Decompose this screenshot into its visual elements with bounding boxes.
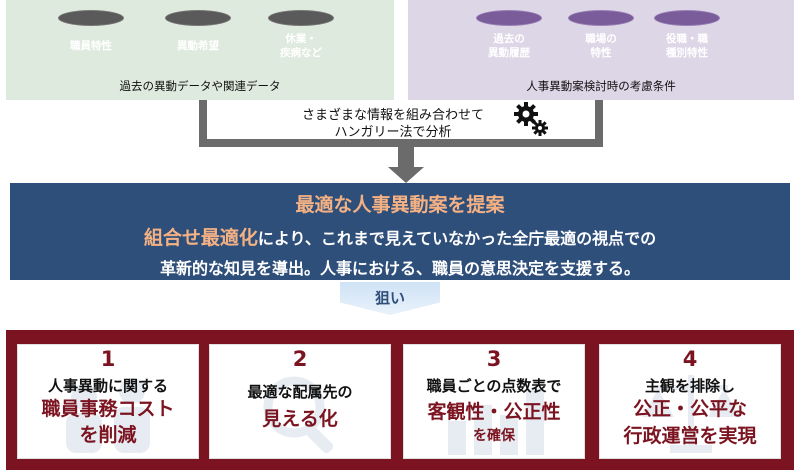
aim-number: 3 [486,347,502,371]
aim-text-emphasis: 公正・公平な 行政運営を実現 [623,398,757,447]
chart-icon [448,389,544,455]
aim-text-emphasis: 職員事務コスト を削減 [41,398,175,446]
conditions-panel: 過去の 異動履歴 職場の 特性 役職・職 種別特性 人事異動案検討時の考慮条件 [408,0,794,100]
database-cylinder-transfer-history: 過去の 異動履歴 [476,10,542,72]
proposal-title: 最適な人事異動案を提案 [295,194,505,216]
aim-label-tab: 狙い [340,282,440,315]
aim-number: 2 [292,347,308,371]
data-sources-caption: 過去の異動データや関連データ [119,79,281,93]
down-arrow-head [388,167,424,183]
database-cylinder-transfer-wishes: 異動希望 [165,10,231,72]
aim-text-emphasis: 見える化 [262,408,338,430]
database-cylinder-workplace-traits: 職場の 特性 [568,10,634,72]
aim-card-1: 1 人事異動に関する 職員事務コスト を削減 [17,344,199,459]
aims-row: 1 人事異動に関する 職員事務コスト を削減 2 最適な配属先の 見える化 3 … [6,330,794,470]
analysis-method-text: さまざまな情報を組み合わせて ハンガリー法で分析 [301,108,484,140]
conditions-caption: 人事異動案検討時の考慮条件 [526,79,676,93]
aim-card-2: 2 最適な配属先の 見える化 [209,344,391,459]
aim-text-line1: 職員ごとの点数表で [426,377,562,395]
aim-card-3: 3 職員ごとの点数表で 客観性・公正性 を確保 [403,344,585,459]
magnifier-icon [263,376,334,454]
gears-icon [514,102,548,136]
aim-text-emphasis: 客観性・公正性 [427,401,561,423]
people-icon [66,378,150,453]
proposal-banner: 最適な人事異動案を提案 組合せ最適化により、これまで見えていなかった全庁最適の視… [10,183,790,280]
proposal-description-line1: 組合せ最適化により、これまで見えていなかった全庁最適の視点での [143,227,657,249]
proposal-description-line2: 革新的な知見を導出。人事における、職員の意思決定を支援する。 [159,259,640,278]
database-cylinder-leave-illness: 休業・ 疾病など [268,10,334,72]
balance-icon [642,375,740,453]
database-cylinder-position-traits: 役職・職 種別特性 [654,10,720,72]
database-cylinder-staff-traits: 職員特性 [58,10,124,72]
aim-text-line3: を確保 [473,428,515,444]
down-arrow-shaft [398,143,414,169]
aim-card-4: 4 主観を排除し 公正・公平な 行政運営を実現 [599,344,781,459]
data-sources-panel: 職員特性 異動希望 休業・ 疾病など 過去の異動データや関連データ [6,0,394,100]
aim-text-line1: 人事異動に関する [47,377,168,395]
aim-text-line1: 主観を排除し [644,377,735,395]
aim-number: 4 [682,347,698,371]
proposal-highlight: 組合せ最適化 [143,227,258,249]
aim-number: 1 [100,347,116,371]
aim-text-line1: 最適な配属先の [247,383,353,401]
